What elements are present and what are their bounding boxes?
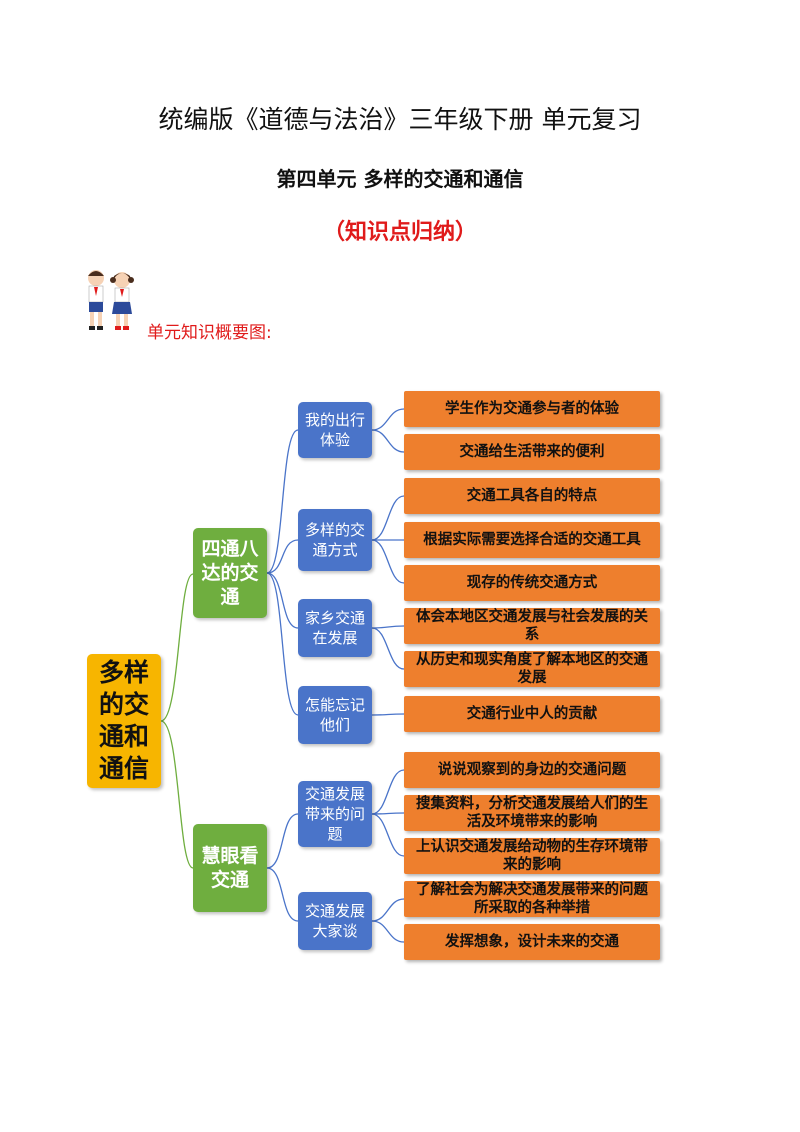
topic-transport-modes: 多样的交通方式 <box>298 509 372 571</box>
point-item: 学生作为交通参与者的体验 <box>404 391 660 427</box>
point-item: 搜集资料，分析交通发展给人们的生活及环境带来的影响 <box>404 795 660 831</box>
point-item: 交通行业中人的贡献 <box>404 696 660 732</box>
students-illustration <box>88 270 134 330</box>
topic-transport-problems: 交通发展带来的问题 <box>298 781 372 847</box>
point-item: 了解社会为解决交通发展带来的问题所采取的各种举措 <box>404 881 660 917</box>
page-title: 统编版《道德与法治》三年级下册 单元复习 <box>158 105 642 134</box>
point-item: 交通给生活带来的便利 <box>404 434 660 470</box>
point-item: 交通工具各自的特点 <box>404 478 660 514</box>
unit-title: 第四单元 多样的交通和通信 <box>276 167 524 191</box>
point-item: 根据实际需要选择合适的交通工具 <box>404 522 660 558</box>
topic-hometown-transport: 家乡交通在发展 <box>298 599 372 657</box>
point-item: 上认识交通发展给动物的生存环境带来的影响 <box>404 838 660 874</box>
point-item: 说说观察到的身边的交通问题 <box>404 752 660 788</box>
topic-travel-experience: 我的出行体验 <box>298 402 372 458</box>
mindmap-root: 多样的交通和通信 <box>87 654 161 788</box>
page-subtitle: （知识点归纳） <box>322 220 477 245</box>
section-label: 单元知识概要图: <box>147 323 272 343</box>
point-item: 体会本地区交通发展与社会发展的关系 <box>404 608 660 644</box>
branch-view-transport: 慧眼看交通 <box>193 824 267 912</box>
topic-transport-discussion: 交通发展大家谈 <box>298 892 372 950</box>
point-item: 发挥想象，设计未来的交通 <box>404 924 660 960</box>
branch-transport: 四通八达的交通 <box>193 528 267 618</box>
point-item: 现存的传统交通方式 <box>404 565 660 601</box>
point-item: 从历史和现实角度了解本地区的交通发展 <box>404 651 660 687</box>
topic-remember-them: 怎能忘记他们 <box>298 686 372 744</box>
